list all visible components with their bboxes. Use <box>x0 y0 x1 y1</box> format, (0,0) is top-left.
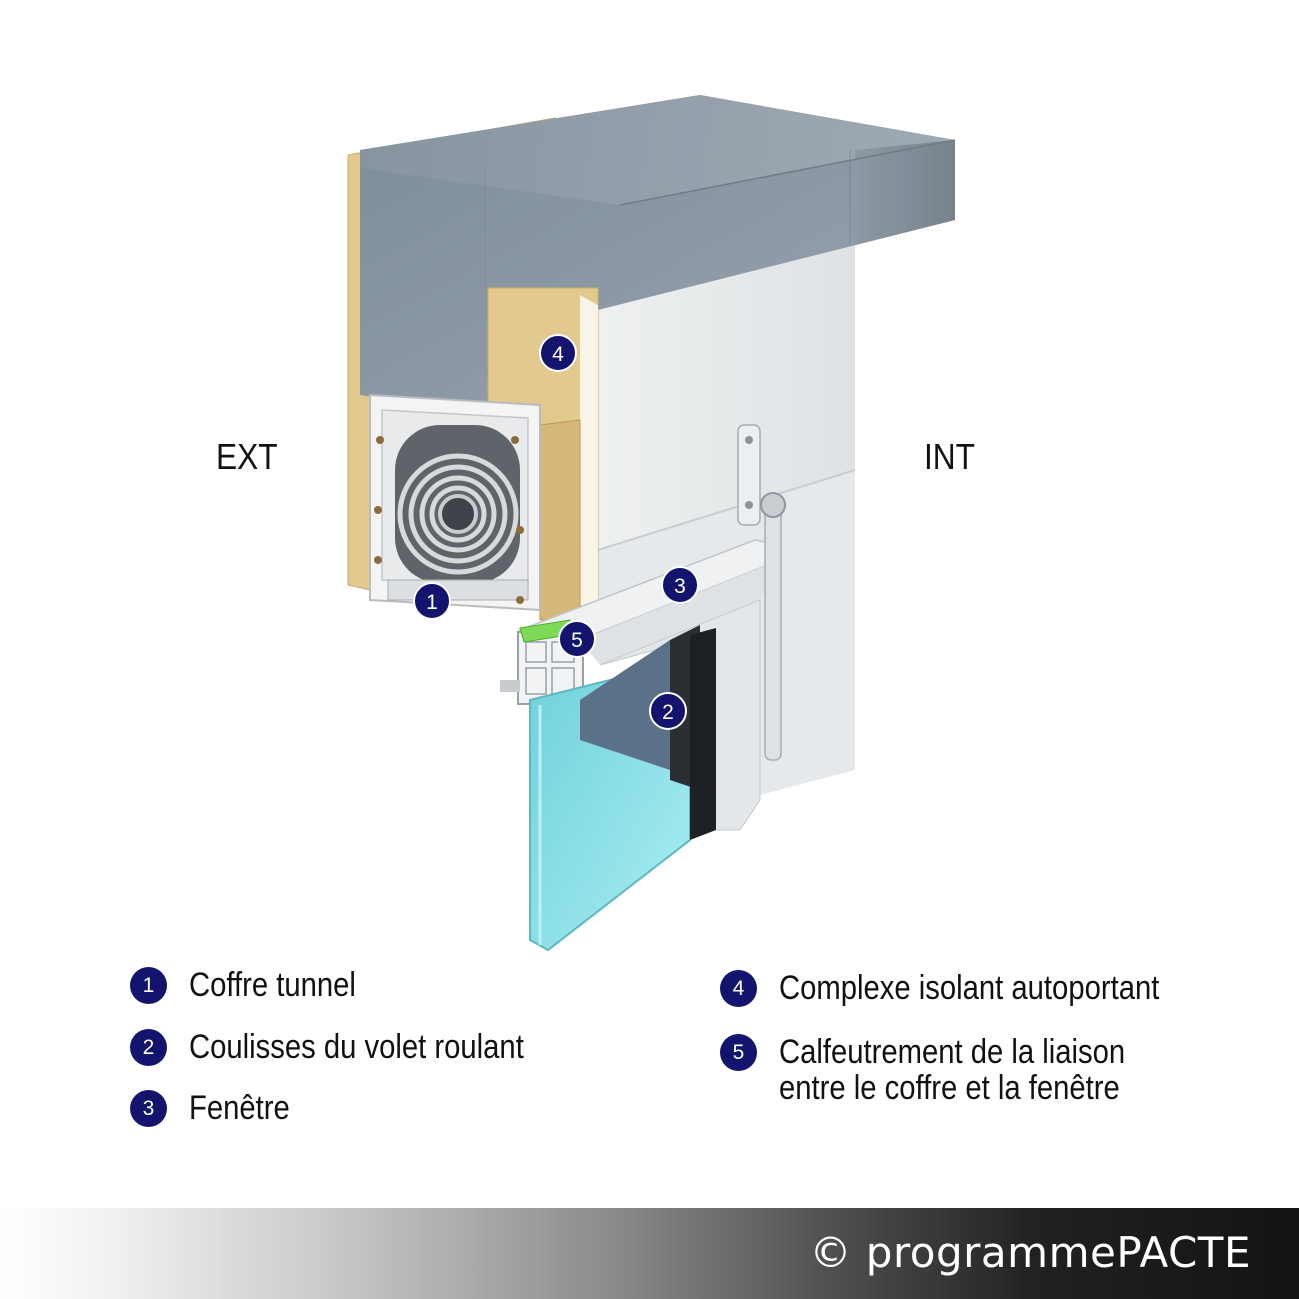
legend-item-2: 2 Coulisses du volet roulant <box>130 1029 578 1066</box>
legend-text-1-line-1: Coffre tunnel <box>189 966 356 1004</box>
marker-5-number: 5 <box>571 629 583 652</box>
legend-text-1: Coffre tunnel <box>189 967 356 1003</box>
interior-wall <box>597 225 856 795</box>
tunnel-shutter-box <box>369 393 541 612</box>
legend-text-3: Fenêtre <box>189 1090 290 1126</box>
legend-badge-3: 3 <box>130 1090 167 1127</box>
legend-item-3: 3 Fenêtre <box>130 1090 306 1127</box>
legend-text-4-line-1: Complexe isolant autoportant <box>779 969 1160 1007</box>
marker-1: 1 <box>413 582 451 620</box>
legend-badge-4: 4 <box>720 970 757 1007</box>
copyright-notice: © programmePACTE <box>809 1228 1251 1277</box>
legend-text-5: Calfeutrement de la liaison entre le cof… <box>779 1034 1125 1106</box>
interior-label: INT <box>924 436 976 477</box>
legend-badge-2: 2 <box>130 1029 167 1066</box>
footer-gradient-bar <box>0 1208 1299 1299</box>
legend-text-4: Complexe isolant autoportant <box>779 970 1159 1006</box>
legend-text-2: Coulisses du volet roulant <box>189 1029 524 1065</box>
marker-3: 3 <box>661 566 699 604</box>
exterior-label: EXT <box>216 436 278 477</box>
legend-item-1: 1 Coffre tunnel <box>130 967 383 1004</box>
marker-4: 4 <box>539 334 577 372</box>
insulation-complex <box>487 287 599 621</box>
legend-text-3-line-1: Fenêtre <box>189 1089 290 1127</box>
window-section-illustration: 1 2 3 4 5 <box>347 95 956 952</box>
legend-text-2-line-1: Coulisses du volet roulant <box>189 1028 524 1066</box>
legend-badge-1: 1 <box>130 967 167 1004</box>
marker-4-number: 4 <box>552 343 564 366</box>
marker-1-number: 1 <box>426 591 438 614</box>
legend-text-5-line-1: Calfeutrement de la liaison <box>779 1033 1126 1071</box>
marker-5: 5 <box>558 620 596 658</box>
marker-3-number: 3 <box>674 575 686 598</box>
window-hinge <box>737 424 786 761</box>
concrete-lintel <box>360 95 956 415</box>
legend-badge-5: 5 <box>720 1034 757 1071</box>
legend-item-4: 4 Complexe isolant autoportant <box>720 970 1221 1007</box>
legend-text-5-line-2: entre le coffre et la fenêtre <box>779 1069 1120 1107</box>
marker-2: 2 <box>649 692 687 730</box>
legend-item-5: 5 Calfeutrement de la liaison entre le c… <box>720 1034 1182 1106</box>
marker-2-number: 2 <box>662 701 674 724</box>
